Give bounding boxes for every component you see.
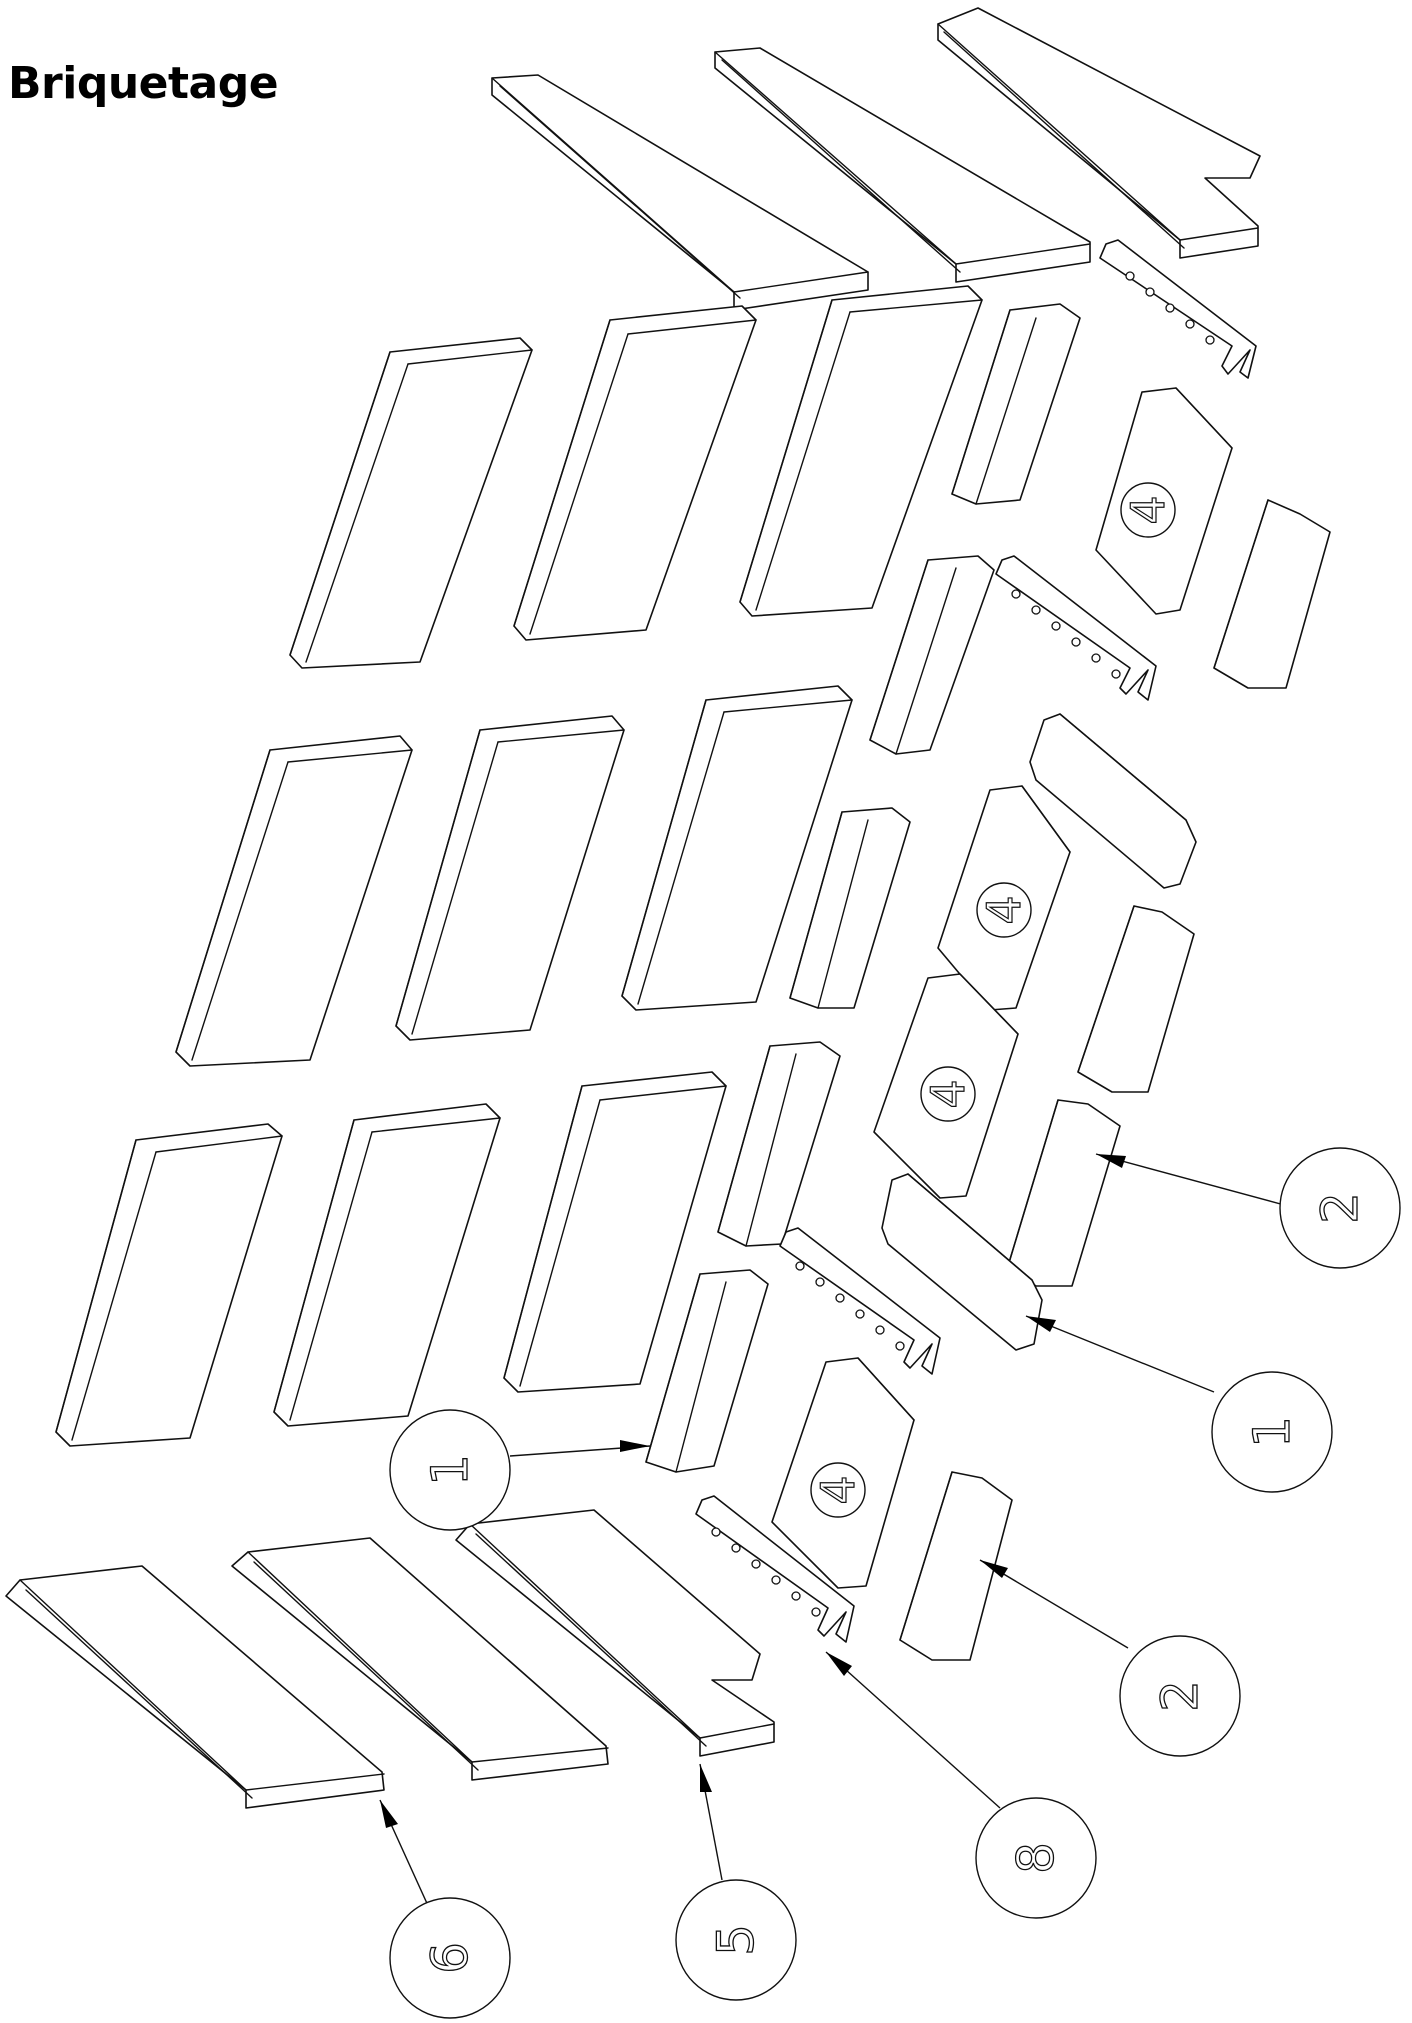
row3-post-upper <box>717 1041 841 1247</box>
leader-1-right <box>1025 1315 1215 1393</box>
row2-end-block <box>1077 905 1195 1093</box>
leader-5 <box>699 1763 723 1881</box>
row3-side-block <box>881 1173 1043 1351</box>
callout-label: 2 <box>1151 1680 1209 1712</box>
callout-2-lower: 2 <box>1119 1635 1241 1757</box>
leader-1-left <box>509 1440 651 1457</box>
callout-label: 2 <box>1311 1192 1369 1224</box>
row4-end-block <box>899 1471 1013 1661</box>
row1-tile-4: 4 <box>1095 387 1233 615</box>
row2-tile-4: 4 <box>937 785 1071 1011</box>
part-label-4: 4 <box>811 1475 865 1504</box>
row2-brick-b <box>395 715 625 1041</box>
callout-1-right: 1 <box>1211 1371 1333 1493</box>
page-title: Briquetage <box>8 58 279 109</box>
bottom-slab-right <box>455 1509 775 1757</box>
leader-8 <box>825 1651 1001 1809</box>
top-slab-middle <box>714 47 1091 283</box>
row1-end-block <box>1213 499 1331 689</box>
row3-tile-4: 4 <box>873 973 1019 1199</box>
bottom-slab-middle <box>231 1537 609 1781</box>
row1-brick-b <box>513 305 757 641</box>
row4-channel <box>695 1495 855 1643</box>
row2-channel <box>995 555 1157 701</box>
row2-side-block <box>1029 713 1197 889</box>
row2-brick-a <box>175 735 413 1067</box>
callout-label: 5 <box>707 1924 765 1956</box>
row3-brick-c <box>503 1071 727 1393</box>
callout-5: 5 <box>675 1879 797 2001</box>
row3-brick-a <box>55 1123 283 1447</box>
callout-label: 8 <box>1007 1842 1065 1874</box>
leader-2-lower <box>979 1559 1129 1649</box>
leader-2-upper <box>1095 1153 1289 1207</box>
leader-6 <box>379 1799 431 1911</box>
bottom-slab-left <box>5 1565 385 1809</box>
callout-6: 6 <box>389 1897 511 2019</box>
row3-channel <box>779 1227 941 1375</box>
part-label-4: 4 <box>921 1079 975 1108</box>
top-slab-right <box>937 7 1261 259</box>
row2-post-upper <box>869 555 995 755</box>
row3-post-lower <box>645 1269 769 1473</box>
row1-brick-c <box>739 285 983 617</box>
row3-end-block <box>1007 1099 1121 1287</box>
row4-tile-4: 4 <box>771 1357 915 1589</box>
row1-post <box>951 303 1081 505</box>
part-label-4: 4 <box>1121 495 1175 524</box>
row3-brick-b <box>273 1103 501 1427</box>
row1-channel <box>1099 239 1257 379</box>
callout-8: 8 <box>975 1797 1097 1919</box>
row2-brick-c <box>621 685 853 1011</box>
row1-brick-a <box>289 337 533 669</box>
callout-2-upper: 2 <box>1279 1147 1401 1269</box>
callout-1-left: 1 <box>389 1409 511 1531</box>
callout-label: 6 <box>421 1942 479 1974</box>
row2-post-lower <box>789 807 911 1009</box>
callout-label: 1 <box>421 1454 479 1486</box>
part-label-4: 4 <box>977 895 1031 924</box>
callout-label: 1 <box>1243 1416 1301 1448</box>
top-slab-left <box>491 74 869 311</box>
